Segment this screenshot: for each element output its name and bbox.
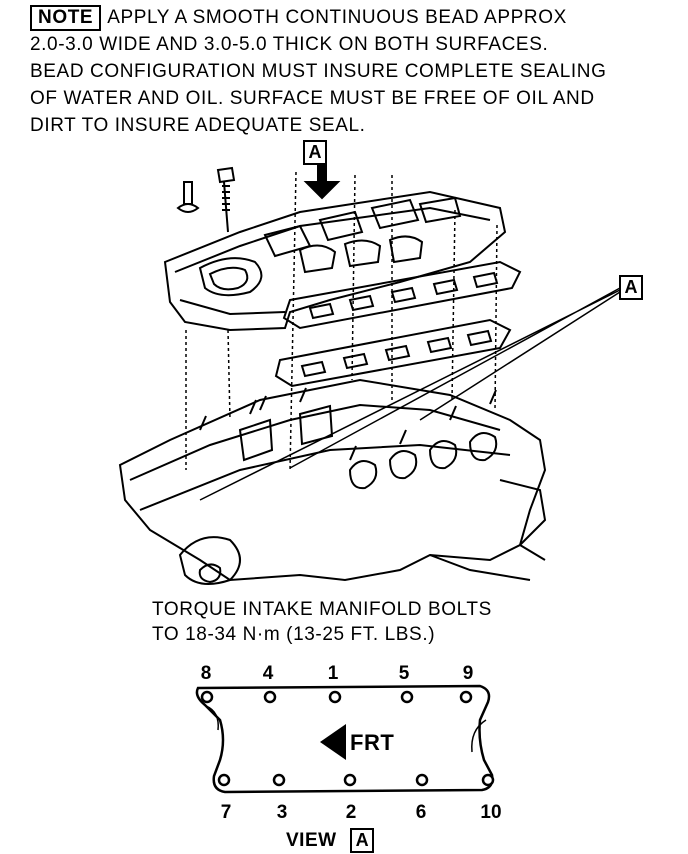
bolt-number-bottom: 10 — [480, 802, 502, 823]
engine-block — [118, 378, 547, 582]
gasket-lower — [274, 318, 512, 388]
view-letter: A — [350, 828, 375, 853]
bolt-hole-8 — [200, 690, 214, 704]
bolt-hole-6 — [415, 773, 429, 787]
bolt-number-top: 4 — [262, 663, 274, 684]
intake-manifold — [163, 190, 507, 332]
bolt-number-top: 5 — [398, 663, 410, 684]
manifold-outline — [195, 684, 494, 794]
callout-a-top: A — [303, 140, 327, 165]
bolt-hole-3 — [272, 773, 286, 787]
bolt-number-top: 9 — [462, 663, 474, 684]
front-arrow-icon — [320, 724, 346, 760]
bolt-number-bottom: 2 — [345, 802, 357, 823]
front-direction-label: FRT — [350, 730, 395, 755]
bolt-hole-1 — [328, 690, 342, 704]
bolt-hole-2 — [343, 773, 357, 787]
note-label: NOTE — [30, 5, 102, 31]
bolt-hole-7 — [217, 773, 231, 787]
bolt-number-bottom: 6 — [415, 802, 427, 823]
bolt-hole-10 — [481, 773, 495, 787]
gasket-upper — [282, 260, 522, 330]
view-label: VIEW A — [286, 828, 375, 853]
bolt-number-bottom: 7 — [220, 802, 232, 823]
torque-caption: TORQUE INTAKE MANIFOLD BOLTS TO 18-34 N·… — [152, 597, 492, 647]
bolt — [216, 166, 236, 233]
bolt-hole-4 — [263, 690, 277, 704]
bolt-hole-5 — [400, 690, 414, 704]
bolt-number-top: 1 — [327, 663, 339, 684]
bolt-hole-9 — [459, 690, 473, 704]
torque-caption-line1: TORQUE INTAKE MANIFOLD BOLTS — [152, 599, 492, 620]
bolt-number-top: 8 — [200, 663, 212, 684]
bolt-number-bottom: 3 — [276, 802, 288, 823]
note-text: APPLY A SMOOTH CONTINUOUS BEAD APPROX 2.… — [30, 7, 607, 136]
torque-caption-line2: TO 18-34 N·m (13-25 FT. LBS.) — [152, 624, 436, 645]
callout-a-right: A — [619, 275, 643, 300]
view-label-text: VIEW — [286, 830, 337, 851]
